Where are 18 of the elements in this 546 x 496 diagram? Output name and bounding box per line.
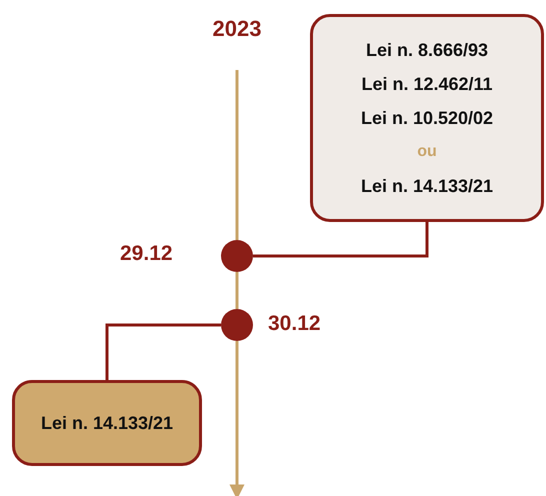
law-text: Lei n. 10.520/02 <box>360 107 494 130</box>
connector-word: ou <box>417 142 437 162</box>
year-text: 2023 <box>212 16 262 42</box>
law-box <box>310 14 544 222</box>
date-label: 29.12 <box>120 242 173 266</box>
law-text: Lei n. 14.133/21 <box>360 175 494 198</box>
connector-line <box>106 324 221 380</box>
law-text: Lei n. 8.666/93 <box>366 39 488 62</box>
connector-line <box>253 222 428 258</box>
law-text: Lei n. 12.462/11 <box>361 73 493 96</box>
timeline-dot <box>221 309 253 341</box>
date-label: 30.12 <box>268 312 321 336</box>
timeline-dot <box>221 240 253 272</box>
timeline-line <box>230 341 244 496</box>
timeline-line <box>236 70 238 240</box>
timeline-line <box>236 272 238 309</box>
law-text: Lei n. 14.133/21 <box>40 412 174 435</box>
law-box <box>12 380 202 466</box>
